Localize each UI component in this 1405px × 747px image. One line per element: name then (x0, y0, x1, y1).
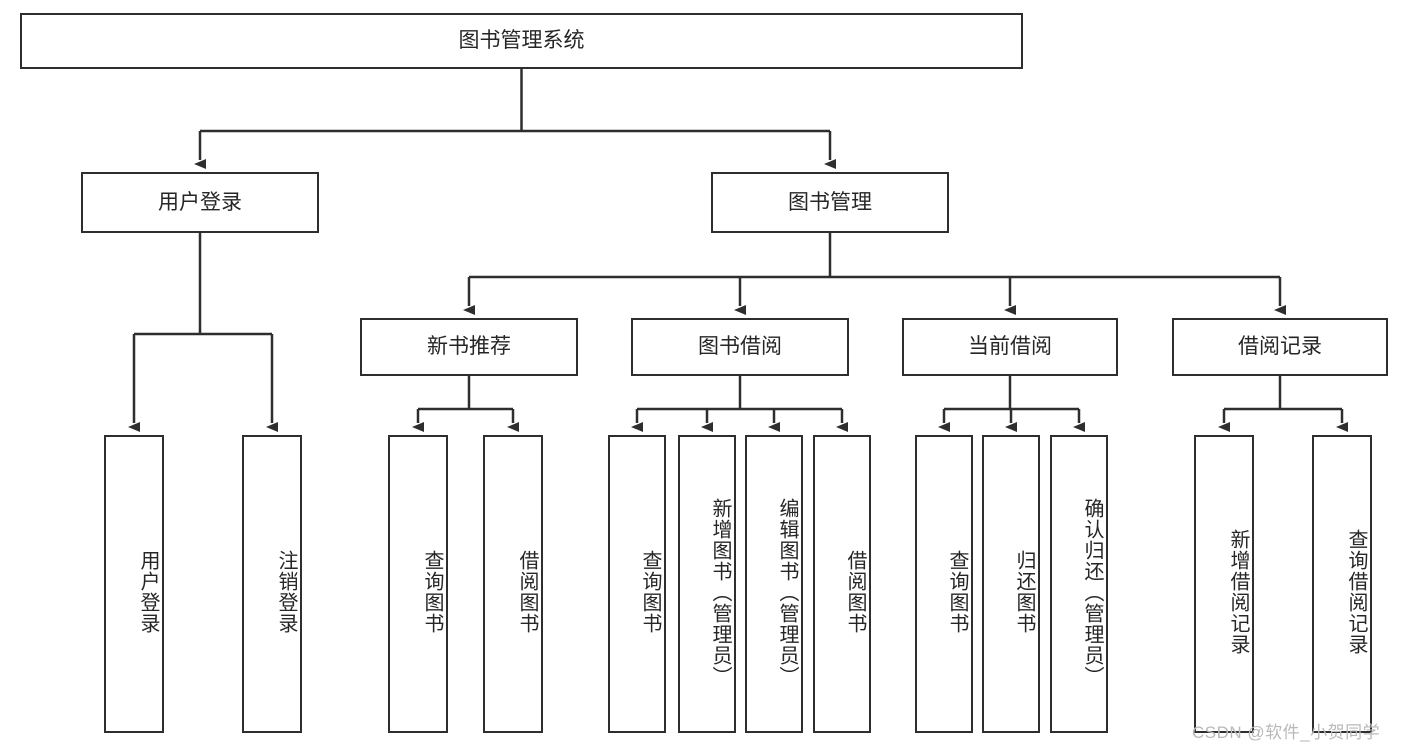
level2-node-3[interactable]: 借阅记录 (1172, 318, 1388, 376)
node-label: 查询图书 (421, 550, 443, 634)
csdn-watermark: CSDN @软件_小贺同学 (1192, 723, 1381, 742)
node-label: 图书借阅 (698, 335, 782, 359)
node-label: 编辑图书（管理员） (776, 497, 798, 687)
node-label: 确认归还（管理员） (1081, 497, 1103, 687)
leaf-node-12[interactable]: 查询借阅记录 (1312, 435, 1372, 733)
level2-node-1[interactable]: 图书借阅 (631, 318, 849, 376)
level2-node-0[interactable]: 新书推荐 (360, 318, 578, 376)
leaf-node-7[interactable]: 借阅图书 (813, 435, 871, 733)
leaf-node-1[interactable]: 注销登录 (242, 435, 302, 733)
node-label: 借阅记录 (1238, 335, 1322, 359)
leaf-node-0[interactable]: 用户登录 (104, 435, 164, 733)
node-label: 新增借阅记录 (1227, 529, 1249, 655)
leaf-node-5[interactable]: 新增图书（管理员） (678, 435, 736, 733)
leaf-node-3[interactable]: 借阅图书 (483, 435, 543, 733)
leaf-node-4[interactable]: 查询图书 (608, 435, 666, 733)
level2-node-2[interactable]: 当前借阅 (902, 318, 1118, 376)
node-label: 当前借阅 (968, 335, 1052, 359)
leaf-node-2[interactable]: 查询图书 (388, 435, 448, 733)
leaf-node-10[interactable]: 确认归还（管理员） (1050, 435, 1108, 733)
node-label: 新增图书（管理员） (709, 497, 731, 687)
leaf-node-9[interactable]: 归还图书 (982, 435, 1040, 733)
node-label: 图书管理 (788, 190, 872, 214)
level1-node-0[interactable]: 用户登录 (81, 172, 319, 233)
level1-node-1[interactable]: 图书管理 (711, 172, 949, 233)
node-label: 图书管理系统 (458, 29, 585, 53)
node-label: 用户登录 (158, 190, 242, 214)
node-label: 注销登录 (275, 550, 297, 634)
node-label: 查询借阅记录 (1345, 529, 1367, 655)
leaf-node-6[interactable]: 编辑图书（管理员） (745, 435, 803, 733)
root-node-0[interactable]: 图书管理系统 (20, 13, 1023, 69)
node-label: 查询图书 (639, 550, 661, 634)
leaf-node-8[interactable]: 查询图书 (915, 435, 973, 733)
node-label: 借阅图书 (844, 550, 866, 634)
node-label: 新书推荐 (427, 335, 511, 359)
node-label: 查询图书 (946, 550, 968, 634)
node-label: 用户登录 (137, 550, 159, 634)
node-label: 归还图书 (1013, 550, 1035, 634)
leaf-node-11[interactable]: 新增借阅记录 (1194, 435, 1254, 733)
node-label: 借阅图书 (516, 550, 538, 634)
